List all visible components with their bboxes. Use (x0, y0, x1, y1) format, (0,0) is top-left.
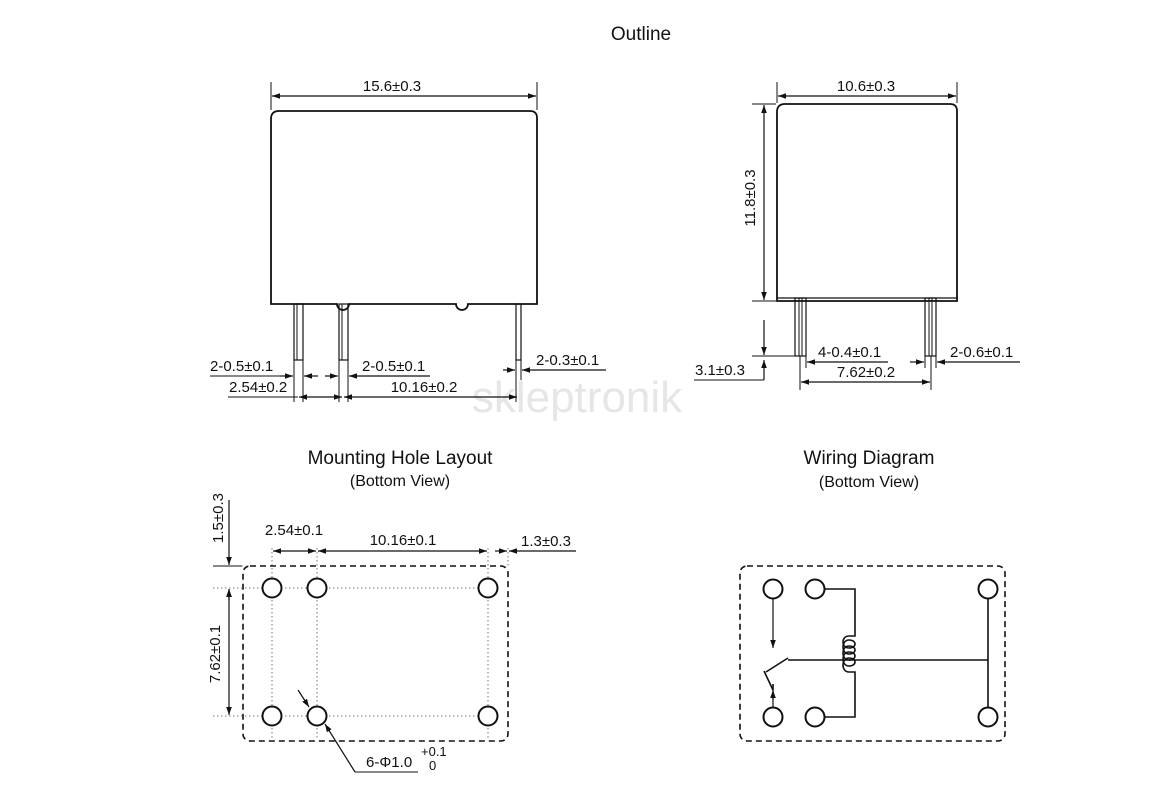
mounting-row-pitch-label: 7.62±0.1 (207, 625, 224, 683)
mounting-hole-tol-upper: +0.1 (421, 744, 447, 759)
relay-coil (825, 635, 856, 718)
mounting-outline (242, 565, 509, 742)
wiring-pin (762, 578, 784, 600)
outline-side-view: 10.6±0.3 11.8±0.3 3.1±0.3 4-0.4±0.1 2-0.… (694, 78, 1020, 390)
side-pitch-label: 7.62±0.2 (837, 364, 895, 381)
side-relay-body (776, 103, 958, 302)
mounting-hole (477, 705, 499, 727)
mounting-title: Mounting Hole Layout (308, 448, 494, 469)
outline-front-view: 15.6±0.3 2-0.5±0.1 2-0.5±0.1 2-0.3±0.1 2… (210, 78, 606, 402)
front-relay-body (270, 110, 538, 311)
switch-arm (763, 670, 774, 691)
switch-blade (765, 657, 789, 673)
side-width-label: 10.6±0.3 (837, 78, 895, 95)
mounting-pitch-b-label: 10.16±0.1 (370, 532, 437, 549)
wiring-pin (977, 706, 999, 728)
side-pin-b-label: 2-0.6±0.1 (950, 344, 1013, 361)
wiring-title: Wiring Diagram (804, 448, 935, 469)
side-pin-length-label: 3.1±0.3 (695, 362, 745, 379)
wiring-outline (739, 565, 1006, 742)
front-pin-a-label: 2-0.5±0.1 (210, 358, 273, 375)
wiring-pin (977, 578, 999, 600)
front-pin-b-label: 2-0.5±0.1 (362, 358, 425, 375)
mounting-hole-layout: 1.5±0.3 7.62±0.1 2.54±0.1 10.16±0.1 1.3±… (207, 493, 576, 773)
front-width-label: 15.6±0.3 (363, 78, 421, 95)
mounting-hole (306, 705, 328, 727)
front-pitch-a-label: 2.54±0.2 (229, 379, 287, 396)
wiring-pin (804, 578, 826, 600)
mounting-hole-label: 6-Φ1.0 (366, 754, 412, 771)
side-height-label: 11.8±0.3 (742, 169, 759, 226)
wiring-diagram (739, 565, 1006, 742)
side-pin-left (794, 297, 807, 357)
front-pin-3 (515, 303, 522, 361)
front-pin-c-label: 2-0.3±0.1 (536, 352, 599, 369)
wiring-pin (762, 706, 784, 728)
mounting-pitch-a-label: 2.54±0.1 (265, 522, 323, 539)
mounting-hole (261, 577, 283, 599)
mounting-hole-tol-lower: 0 (429, 758, 436, 773)
front-pitch-b-label: 10.16±0.2 (391, 379, 458, 396)
mounting-edge-top-label: 1.5±0.3 (210, 493, 227, 543)
front-pin-1 (293, 303, 304, 361)
mounting-hole (477, 577, 499, 599)
wiring-pin (804, 706, 826, 728)
mounting-hole (261, 705, 283, 727)
mounting-edge-right-label: 1.3±0.3 (521, 533, 571, 550)
side-pin-a-label: 4-0.4±0.1 (818, 344, 881, 361)
wiring-subtitle: (Bottom View) (819, 474, 919, 491)
side-pin-right (924, 297, 937, 357)
front-pin-2 (338, 303, 349, 361)
outline-title: Outline (611, 24, 671, 45)
mounting-hole (306, 577, 328, 599)
mounting-subtitle: (Bottom View) (350, 473, 450, 490)
